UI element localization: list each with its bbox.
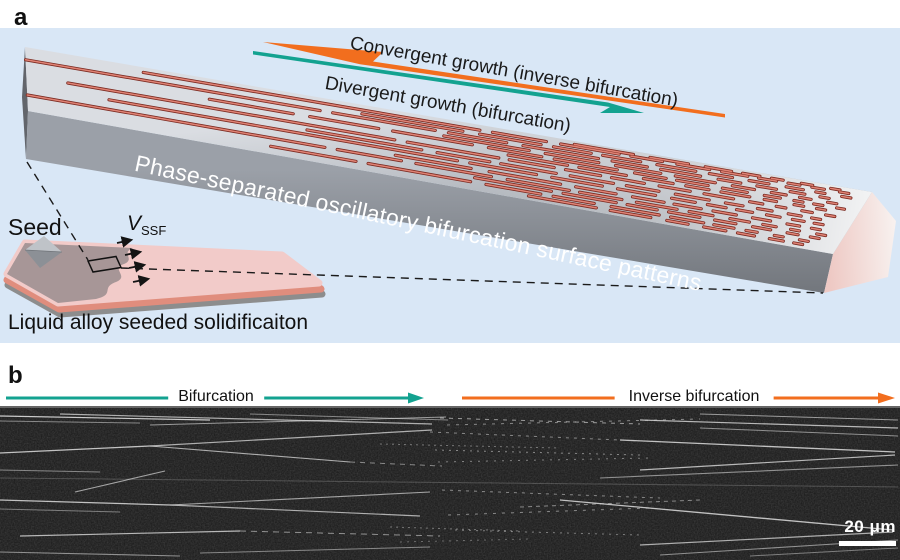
dashed-connector-right	[120, 267, 824, 294]
divergent-growth-arrow	[253, 51, 644, 113]
seed-crystal	[24, 236, 63, 268]
inverse-bifurcation-arrowhead	[878, 392, 895, 404]
scale-bar	[839, 541, 896, 546]
seed-label: Seed	[8, 214, 62, 240]
zoom-region-outline	[86, 255, 123, 273]
sem-top-edge	[0, 406, 900, 409]
sem-noise-texture	[0, 408, 900, 560]
velocity-subscript: SSF	[141, 223, 167, 239]
inverse-bifurcation-label: Inverse bifurcation	[614, 387, 774, 407]
slab-front-face	[26, 111, 833, 293]
bifurcation-arrowhead	[408, 392, 424, 404]
slab-left-face	[22, 47, 28, 159]
sem-streak-pattern	[0, 413, 899, 557]
bifurcation-label: Bifurcation	[168, 387, 264, 407]
slab-3d	[22, 47, 896, 293]
pool-caption: Liquid alloy seeded solidificaiton	[8, 311, 309, 334]
dashed-connector-left	[26, 161, 89, 261]
sem-micrograph	[0, 406, 900, 560]
panel-b-label: b	[8, 362, 23, 389]
liquid-alloy-pool	[3, 239, 326, 318]
panel-a-illustration	[3, 42, 896, 318]
dashed-connectors	[26, 161, 824, 294]
growth-velocity-arrows	[116, 236, 151, 287]
slab-red-line-pattern	[24, 58, 853, 247]
panel-a-label: a	[14, 4, 28, 31]
slab-right-face	[824, 192, 896, 293]
growth-velocity-label: VSSF	[127, 212, 166, 238]
convergent-growth-arrow	[263, 42, 725, 118]
velocity-symbol: V	[127, 212, 142, 235]
scale-bar-label: 20 μm	[844, 517, 896, 536]
